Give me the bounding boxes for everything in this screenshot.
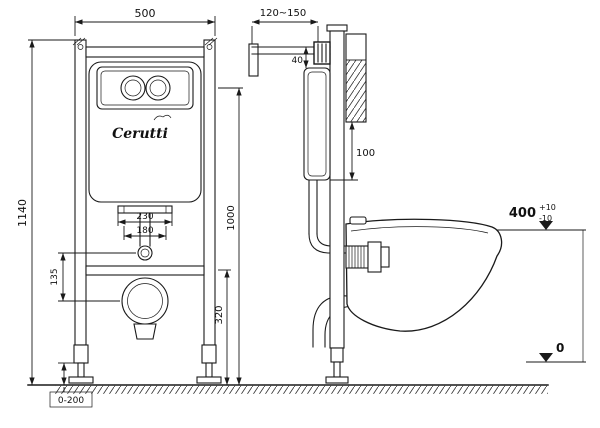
- dim-400-label: 400: [509, 206, 536, 221]
- cistern-side: [303, 67, 331, 181]
- inlet-fitting: [345, 241, 390, 273]
- dim-120-150-label: 120~150: [260, 8, 307, 19]
- level-marker-0: [539, 353, 553, 362]
- dim-135-label: 135: [50, 268, 60, 285]
- side-rail: [325, 24, 349, 384]
- level-marker-400: [539, 221, 553, 230]
- wall-bracket: [248, 41, 331, 77]
- frame-top-crossbar: [85, 46, 205, 58]
- dim-foot-range: 0-200: [49, 362, 93, 408]
- flush-pipe-assembly: [117, 205, 173, 261]
- side-view: 120~150 40 100 400 +10 -10 0: [248, 8, 586, 384]
- seat-hinge: [349, 216, 367, 225]
- brand-bird-icon: [153, 114, 172, 121]
- right-foot: [196, 344, 222, 384]
- fitting-nut: [367, 241, 382, 273]
- dim-gap-100: 100: [330, 122, 375, 181]
- dim-width-500: 500: [74, 7, 216, 36]
- brand-logo: Cerutti: [112, 126, 168, 142]
- dim-100-label: 100: [356, 148, 375, 159]
- dim-opening-230: 230: [117, 212, 173, 226]
- dim-1000-label: 1000: [226, 205, 237, 230]
- dim-180-label: 180: [136, 226, 153, 236]
- datum-bowl-height: 400 +10 -10: [497, 203, 586, 362]
- dim-230-label: 230: [136, 212, 153, 222]
- datum-floor-level: 0: [526, 341, 586, 363]
- toilet-bowl: [345, 216, 503, 332]
- drain-outlet: [121, 277, 169, 340]
- dim-depth-range: 120~150: [251, 8, 319, 44]
- cistern-tank: Cerutti: [88, 61, 202, 203]
- left-foot: [68, 344, 94, 384]
- dim-500-label: 500: [135, 7, 156, 20]
- frame-right-rail: [203, 37, 218, 346]
- wall-section: [345, 33, 367, 123]
- dim-0-label: 0: [556, 341, 564, 355]
- dim-opening-180: 180: [123, 226, 167, 240]
- dim-320-label: 320: [214, 305, 225, 324]
- bracket-clamp: [313, 41, 331, 65]
- frame-left-rail: [72, 37, 87, 346]
- front-view: Cerutti: [16, 7, 243, 408]
- tolerance-plus-label: +10: [539, 203, 556, 212]
- dual-flush-buttons: [120, 75, 171, 101]
- fitting-collar: [380, 246, 390, 268]
- tolerance-minus-label: -10: [539, 214, 552, 223]
- frame-mid-crossbar: [85, 265, 205, 276]
- dim-height-1000: 1000: [218, 87, 243, 385]
- dim-offset-135: 135: [50, 252, 136, 302]
- dim-height-320: 320: [214, 269, 231, 385]
- floor-line: [27, 384, 549, 394]
- dim-40-label: 40: [292, 56, 304, 66]
- dim-1140-label: 1140: [16, 199, 29, 227]
- dim-0-200-label: 0-200: [58, 396, 84, 406]
- dim-top-offset-40: 40: [292, 47, 309, 68]
- dim-height-1140: 1140: [16, 39, 75, 385]
